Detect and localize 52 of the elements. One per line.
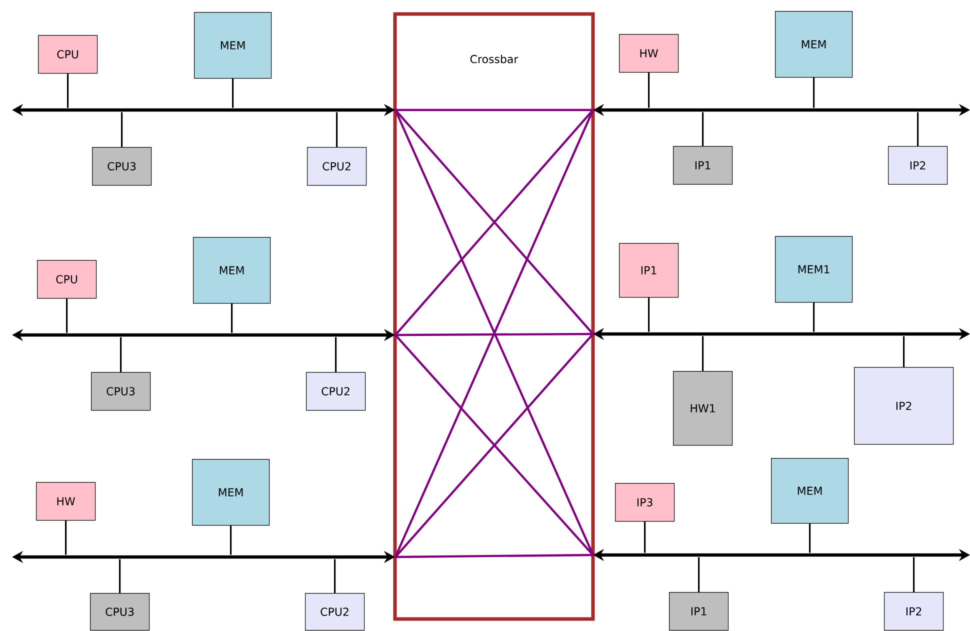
connector-line [702,336,704,371]
component-box: CPU [38,34,98,74]
connector-line [335,337,337,372]
component-box: MEM [771,458,849,524]
connector-line [813,302,815,332]
component-box: MEM [775,10,853,78]
crossbar-link [395,108,593,112]
connector-line [702,112,704,146]
connector-line [120,337,122,372]
component-box: HW1 [673,370,733,446]
component-box: MEM [194,12,272,79]
crossbar-link [395,554,594,558]
component-box: IP1 [669,592,729,631]
connector-line [648,298,650,332]
crossbar-link [395,332,594,336]
connector-line [67,74,69,108]
component-box: IP2 [888,146,948,185]
connector-line [336,112,338,147]
connector-line [809,524,811,553]
connector-line [119,559,121,593]
component-box: MEM [192,458,270,526]
connector-line [648,72,650,108]
connector-line [903,336,905,367]
component-box: CPU3 [91,372,151,411]
component-box: CPU3 [90,592,150,631]
component-box: IP1 [619,242,679,298]
connector-line [813,78,815,108]
component-box: IP2 [884,592,944,631]
connector-line [121,112,123,147]
component-box: IP1 [673,146,733,185]
frame-title: Crossbar [470,54,518,64]
component-box: HW [619,34,679,73]
connector-line [230,526,232,555]
connector-line [65,520,67,555]
connector-line [66,298,68,333]
connector-line [334,559,336,593]
connector-line [698,557,700,592]
component-box: IP2 [854,366,954,445]
component-box: HW [36,482,96,521]
component-box: CPU2 [306,372,366,411]
component-box: CPU [37,260,97,299]
component-box: CPU2 [307,146,367,186]
connector-line [644,522,646,553]
component-box: CPU2 [305,592,365,631]
connector-line [232,78,234,108]
connector-line [917,112,919,146]
component-box: MEM [193,236,271,304]
connector-line [913,557,915,592]
component-box: MEM1 [775,236,853,303]
component-box: IP3 [615,482,675,522]
component-box: CPU3 [92,146,152,186]
connector-line [231,304,233,333]
